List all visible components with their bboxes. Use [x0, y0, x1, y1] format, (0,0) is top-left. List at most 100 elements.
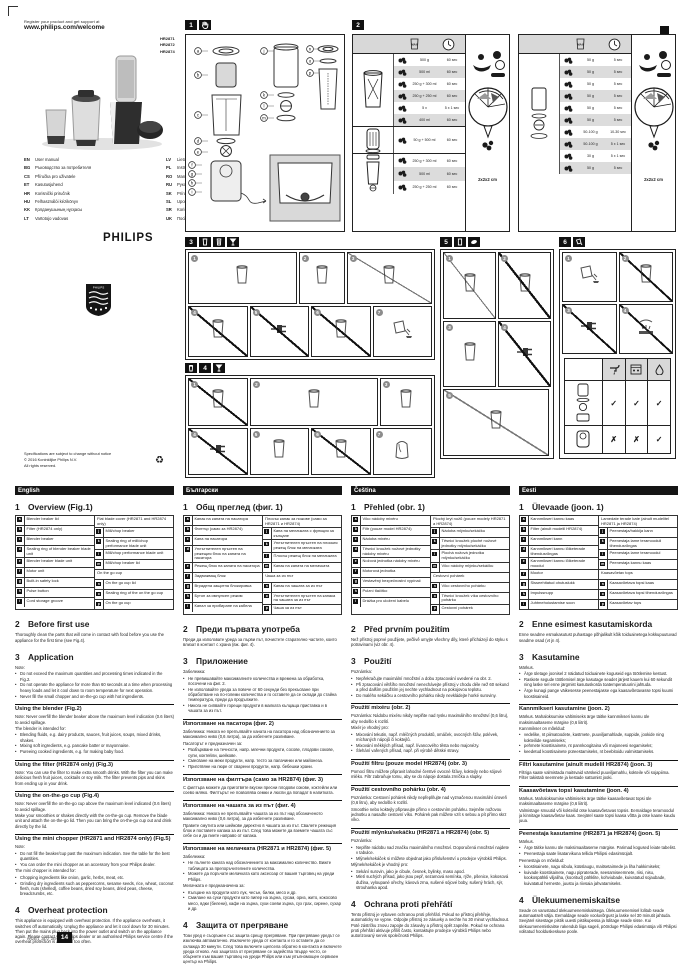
bullet-item: •Mixování měkkých přísad, např. lívancov…: [351, 743, 510, 748]
cube-size-label: 2x2x2 cm: [478, 177, 497, 182]
processing-time-value: 10-30 sec: [610, 130, 626, 134]
part-label: Kannmikseri kannu lõiketerade moodul: [530, 558, 586, 568]
part-key: h: [185, 593, 191, 599]
fig2-header: 2: [352, 20, 364, 30]
processing-time-value: 5 sec: [613, 58, 623, 62]
ingredient-icon: [394, 157, 410, 164]
bullet-item: •You can order the mini chopper as an ac…: [15, 862, 174, 867]
part-label: Плосък режещ блок на мелачката: [273, 552, 337, 558]
step-art-cup-icon: [305, 388, 323, 415]
part-label: Бутон за импулсен режим: [194, 592, 243, 598]
step-number: 1: [446, 255, 453, 262]
bullet-marker: •: [15, 880, 17, 886]
part-key: g: [521, 581, 527, 587]
section-heading: Приложение: [196, 656, 248, 667]
ingredient-icon: [560, 153, 576, 160]
cutting-size-illustration: [633, 49, 675, 174]
bullet-text: Mixování měkkých přísad, např. lívancové…: [356, 742, 480, 748]
bullet-item: •Кълцане на продукти като лук, чесън, би…: [183, 890, 342, 895]
part-key: e: [353, 559, 359, 564]
bullet-text: Neplňte nádobu nad značku maximálního mn…: [356, 844, 509, 855]
on-the-go-cup-icon: [366, 154, 380, 192]
part-key: i: [17, 599, 23, 604]
bullet-item: •Разбъркване на течности, напр. млечни п…: [183, 747, 342, 758]
paragraph: Poznámka:: [351, 838, 372, 844]
bullet-text: Grinding dry ingredients such as pepperc…: [20, 880, 174, 897]
bullet-text: kuivade koostisainete, nagu pipraterade,…: [524, 870, 666, 886]
ingredient-icon: [564, 141, 572, 148]
part-key-cell: o: [599, 590, 608, 600]
language-code: EN: [24, 157, 30, 162]
ingredient-icon: [560, 129, 576, 136]
part-key: o: [96, 591, 102, 597]
part-key: j: [432, 529, 438, 534]
water-drop-icon: [648, 358, 670, 381]
hand-icon: [199, 20, 211, 30]
paragraph: Enne seadme esmakasutust puhastage põhja…: [519, 632, 677, 643]
bullet-marker: •: [183, 871, 185, 877]
step-box: 4: [498, 320, 551, 388]
part-key-cell: d: [184, 546, 193, 562]
bullet-text: Mixing soft ingredients, e.g. pancake ba…: [20, 743, 130, 749]
part-key: i: [185, 603, 191, 609]
bullet-item: •Blending fluids, e.g. dairy products, s…: [15, 732, 174, 743]
copyright-line: © 2016 Koninklijke Philips N.V.: [24, 457, 78, 463]
part-key: b: [17, 527, 23, 532]
part-label: Peenestaja kannu kaas: [609, 560, 652, 566]
bullet-item: •Pureeing cooked ingredients, e.g. for m…: [15, 749, 174, 754]
part-key: o: [600, 591, 606, 597]
part-label: On the go cup: [105, 600, 131, 606]
part-key: d: [185, 547, 191, 552]
subsection-heading: Kannmikseri kasutamine (joon. 2): [519, 703, 678, 712]
part-label: Motor unit: [26, 568, 45, 574]
fig6-header: 6: [559, 237, 585, 247]
paragraph: Note:: [15, 664, 26, 670]
bullet-marker: •: [351, 675, 353, 681]
ingredient-icon: [564, 81, 572, 88]
part-key: m: [432, 563, 438, 569]
bullet-marker: •: [351, 844, 353, 850]
parts-column: Flat blade cover (HR2871 and HR2874 only…: [94, 516, 173, 610]
ingredient-icon: [564, 117, 572, 124]
step-box: 1: [188, 378, 248, 426]
step-box: 7: [372, 305, 432, 357]
bullet-marker: •: [519, 870, 521, 875]
step-art-plug-icon: [515, 344, 535, 365]
step-box: 2: [298, 252, 345, 304]
bullet-text: Do malého sekáčku a cestovního pohárku n…: [356, 692, 497, 698]
part-key-cell: e: [352, 558, 361, 568]
step-art-cup-icon: [332, 318, 350, 345]
ingredient-icon: [564, 129, 572, 136]
max-quantity-value: 250 g + 250 ml: [412, 185, 437, 190]
bullet-text: Можете да поръчате мелачката като аксесо…: [188, 871, 335, 882]
bullet-text: Šlehání vařených přísad, např. při výrob…: [356, 748, 460, 754]
filter-bottle-icon: [353, 127, 394, 153]
bullet-marker: •: [183, 675, 185, 681]
part-key: f: [521, 571, 527, 577]
bullet-marker: •: [183, 860, 185, 866]
part-key: m: [264, 563, 270, 569]
step-row: 5: [443, 389, 551, 457]
part-key: p: [432, 605, 438, 611]
svg-text:h: h: [191, 181, 194, 186]
svg-text:a: a: [197, 49, 200, 54]
part-key: l: [432, 551, 438, 557]
ingredient-icon: [564, 57, 572, 64]
part-label: Víko nádoby mixéru: [362, 516, 398, 521]
bullet-marker: •: [519, 671, 521, 677]
mill-cup-icon: [454, 237, 466, 247]
